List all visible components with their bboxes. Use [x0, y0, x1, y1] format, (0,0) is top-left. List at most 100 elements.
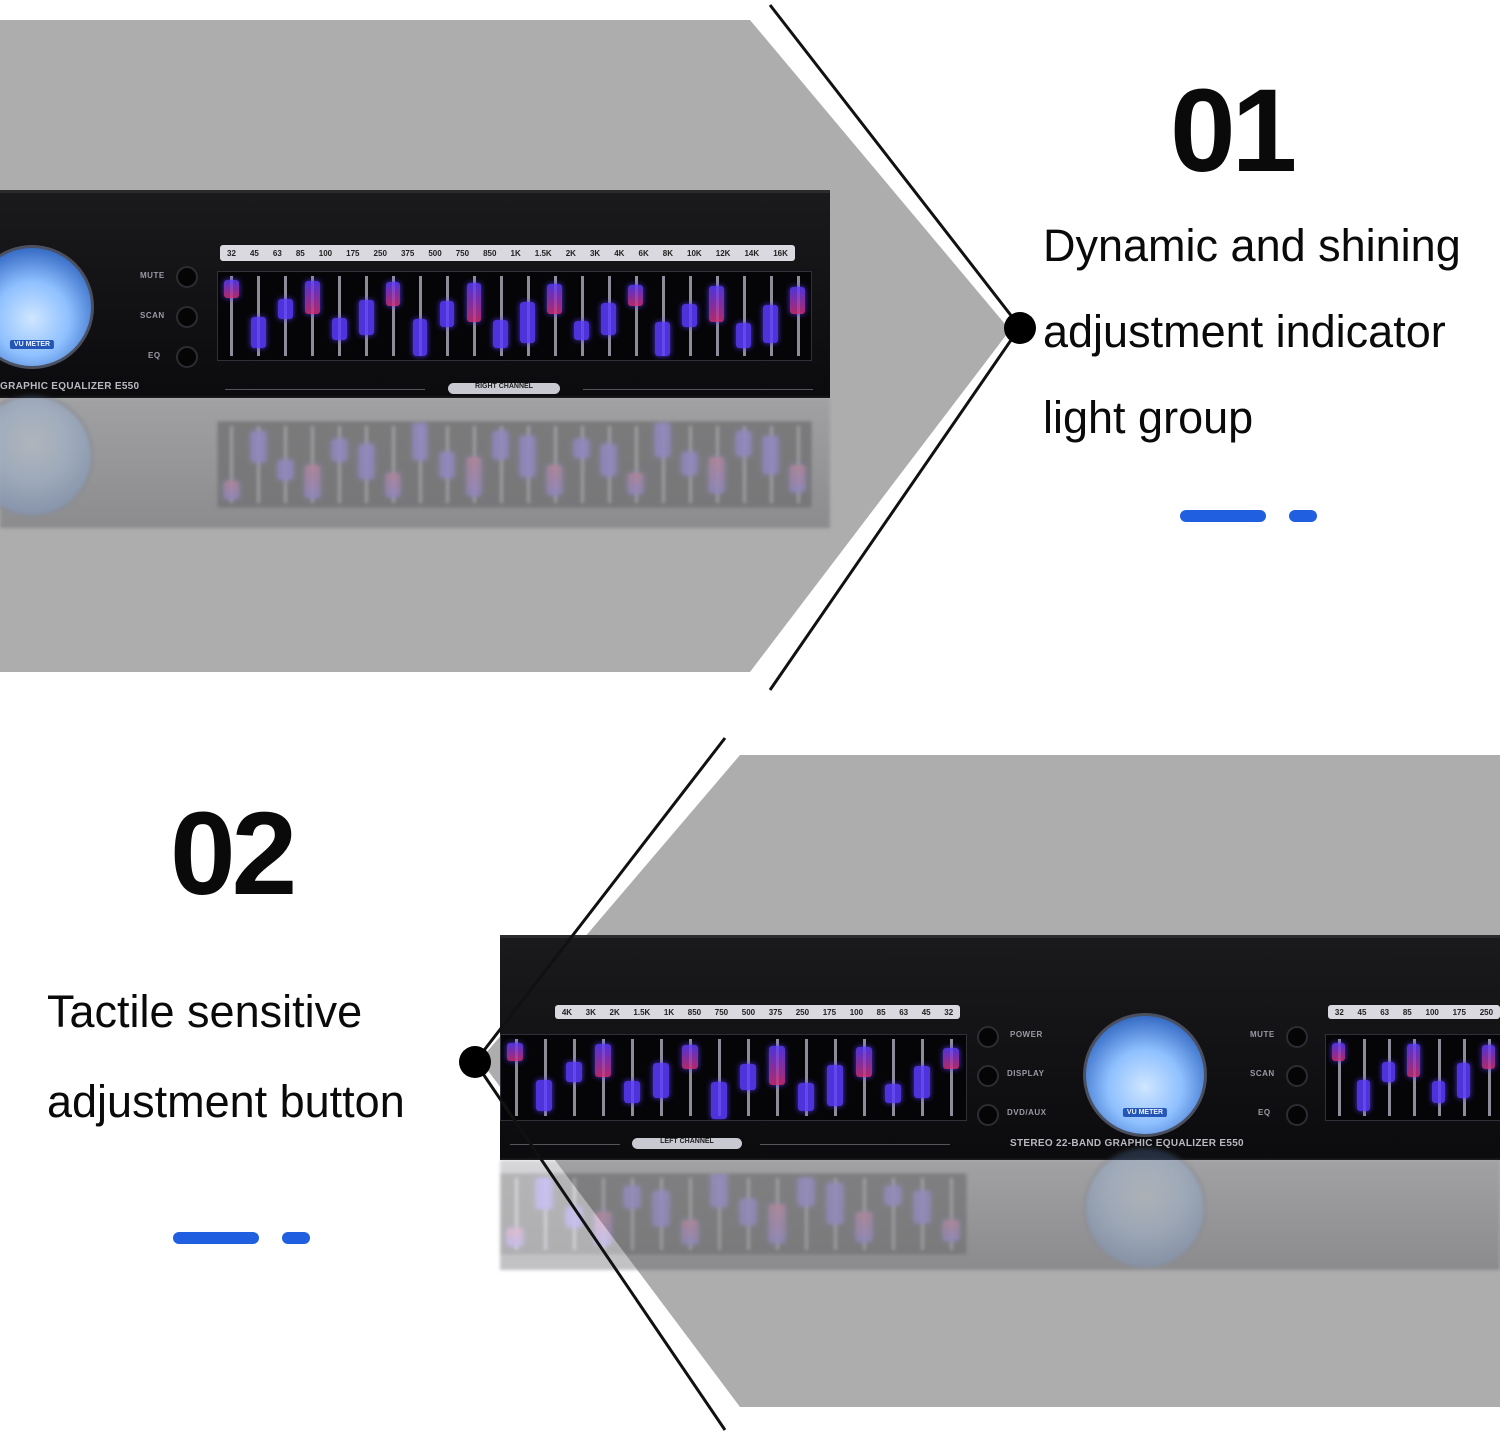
- eq-slider[interactable]: [1337, 1039, 1341, 1116]
- eq-slider[interactable]: [863, 1039, 867, 1116]
- mute-button[interactable]: [176, 266, 198, 288]
- vu-meter-2: VU METER: [1083, 1013, 1207, 1137]
- frequency-label: 375: [400, 248, 415, 258]
- eq-slider[interactable]: [1487, 1039, 1491, 1116]
- section-number-02: 02: [170, 788, 297, 920]
- eq-slider[interactable]: [1412, 1039, 1416, 1116]
- led-indicator: [223, 280, 239, 298]
- model-label: GRAPHIC EQUALIZER E550: [0, 381, 140, 392]
- led-indicator: [623, 1081, 640, 1103]
- connector-dot-2: [459, 1046, 491, 1078]
- accent-dash-long: [1180, 510, 1266, 522]
- eq-slider[interactable]: [805, 1039, 809, 1116]
- eq-slider[interactable]: [796, 276, 800, 356]
- section1-caption: Dynamic and shining adjustment indicator…: [1043, 203, 1493, 461]
- eq-button[interactable]: [176, 346, 198, 368]
- eq-slider[interactable]: [257, 276, 261, 356]
- frequency-label: 175: [346, 248, 360, 258]
- led-indicator: [439, 301, 455, 327]
- eq-slider[interactable]: [688, 1039, 692, 1116]
- led-indicator: [652, 1063, 669, 1098]
- eq-slider[interactable]: [630, 1039, 634, 1116]
- eq-slider[interactable]: [1362, 1039, 1366, 1116]
- eq-slider[interactable]: [338, 276, 342, 356]
- frequency-label: 100: [849, 1007, 864, 1017]
- led-indicator: [856, 1047, 873, 1077]
- eq-slider[interactable]: [1437, 1039, 1441, 1116]
- led-indicator: [1481, 1045, 1496, 1069]
- accent-dash-short: [1289, 510, 1317, 522]
- frequency-label: 8K: [662, 248, 673, 258]
- eq-slider[interactable]: [892, 1039, 896, 1116]
- eq-slider[interactable]: [311, 276, 315, 356]
- led-indicator: [1331, 1043, 1346, 1061]
- led-indicator: [1431, 1081, 1446, 1103]
- eq-slider[interactable]: [742, 276, 746, 356]
- led-indicator: [1406, 1044, 1421, 1077]
- power-button[interactable]: [977, 1026, 999, 1048]
- mute-button[interactable]: [1286, 1026, 1308, 1048]
- accent-dash-long: [173, 1232, 259, 1244]
- led-indicator: [827, 1065, 844, 1106]
- eq-slider[interactable]: [553, 276, 557, 356]
- led-indicator: [768, 1046, 785, 1085]
- eq-slider[interactable]: [580, 276, 584, 356]
- led-indicator: [304, 281, 320, 314]
- display-button[interactable]: [977, 1065, 999, 1087]
- led-indicator: [493, 320, 509, 348]
- eq-slider[interactable]: [230, 276, 234, 356]
- led-indicator: [358, 300, 374, 335]
- vu-meter-label: VU METER: [1122, 1108, 1168, 1117]
- eq-slider[interactable]: [634, 276, 638, 356]
- frequency-label: 500: [428, 248, 442, 258]
- led-indicator: [466, 283, 482, 322]
- led-indicator: [914, 1066, 931, 1098]
- frequency-label: 16K: [773, 248, 788, 258]
- eq-slider[interactable]: [601, 1039, 605, 1116]
- eq-slider[interactable]: [543, 1039, 547, 1116]
- eq-slider[interactable]: [514, 1039, 518, 1116]
- scan-label: SCAN: [1250, 1069, 1275, 1078]
- eq-slider[interactable]: [950, 1039, 954, 1116]
- frequency-label: 3K: [589, 248, 601, 258]
- led-indicator: [681, 1045, 698, 1069]
- model-label: STEREO 22-BAND GRAPHIC EQUALIZER E550: [1010, 1138, 1244, 1149]
- eq-slider[interactable]: [419, 276, 423, 356]
- led-indicator: [547, 284, 563, 314]
- slider-bank-1: [217, 271, 812, 361]
- led-indicator: [943, 1048, 960, 1069]
- eq-button[interactable]: [1286, 1104, 1308, 1126]
- frequency-label: 63: [1380, 1007, 1390, 1017]
- frequency-label: 32: [944, 1007, 954, 1017]
- caption-line: light group: [1043, 392, 1254, 443]
- led-indicator: [709, 286, 724, 322]
- eq-slider[interactable]: [661, 276, 665, 356]
- eq-slider[interactable]: [717, 1039, 721, 1116]
- led-indicator: [1456, 1063, 1471, 1098]
- scan-button[interactable]: [176, 306, 198, 328]
- display-label: DISPLAY: [1007, 1069, 1045, 1078]
- frequency-label: 750: [455, 248, 470, 258]
- led-indicator: [763, 305, 778, 343]
- led-indicator: [536, 1080, 553, 1111]
- led-indicator: [682, 304, 697, 327]
- dvd-aux-button[interactable]: [977, 1104, 999, 1126]
- scan-button[interactable]: [1286, 1065, 1308, 1087]
- led-indicator: [736, 323, 751, 348]
- eq-slider[interactable]: [392, 276, 396, 356]
- frequency-label: 4K: [614, 248, 625, 258]
- frequency-label: 750: [714, 1007, 729, 1017]
- frequency-label: 63: [272, 248, 282, 258]
- frequency-label: 100: [1425, 1007, 1439, 1017]
- vu-meter-label: VU METER: [9, 340, 55, 349]
- frequency-label: 45: [921, 1007, 931, 1017]
- mute-label: MUTE: [1250, 1030, 1275, 1039]
- eq-slider[interactable]: [500, 276, 504, 356]
- frequency-label: 100: [318, 248, 333, 258]
- eq-label: EQ: [148, 351, 161, 360]
- frequency-label: 12K: [715, 248, 731, 258]
